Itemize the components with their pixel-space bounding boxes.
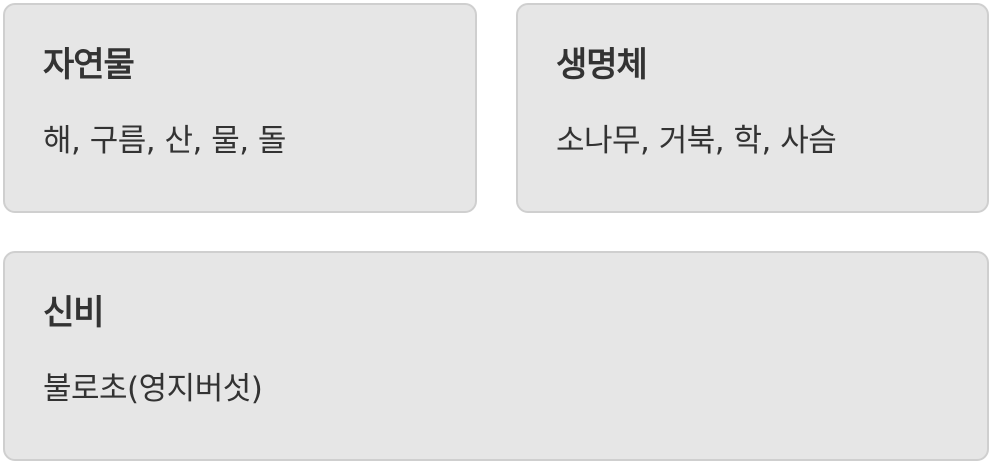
category-card-mystic: 신비 불로초(영지버섯) (3, 251, 989, 461)
card-title: 자연물 (43, 45, 135, 85)
category-card-living-things: 생명체 소나무, 거북, 학, 사슴 (516, 3, 989, 213)
card-items: 소나무, 거북, 학, 사슴 (556, 123, 837, 159)
category-card-nature: 자연물 해, 구름, 산, 물, 돌 (3, 3, 477, 213)
card-title: 신비 (43, 293, 105, 333)
card-items: 해, 구름, 산, 물, 돌 (43, 123, 286, 159)
card-title: 생명체 (556, 45, 648, 85)
card-items: 불로초(영지버섯) (43, 371, 263, 407)
